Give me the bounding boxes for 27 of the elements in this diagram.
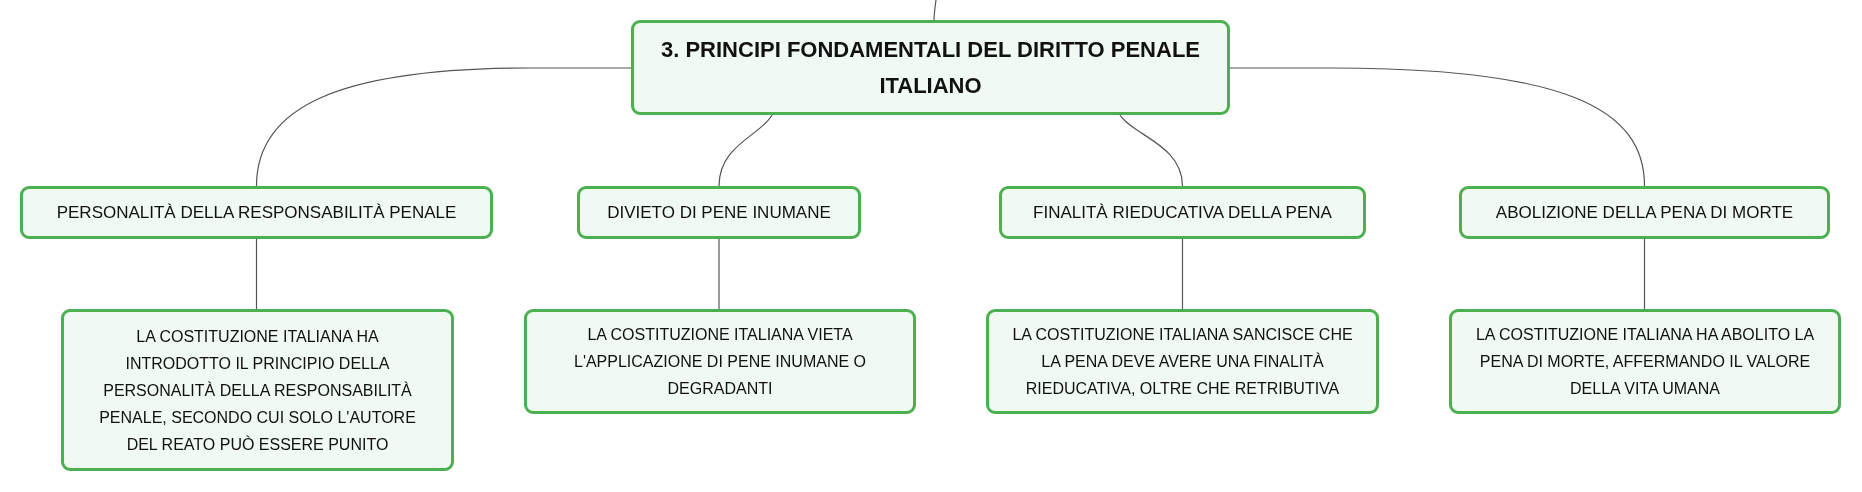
subtopic-box [1459, 186, 1830, 239]
node-text: FINALITÀ RIEDUCATIVA DELLA PENA [1033, 201, 1332, 224]
topic-box [631, 20, 1230, 115]
node-text: LA COSTITUZIONE ITALIANA HA ABOLITO LA PENA DI MORTE, AFFERMANDO IL VALORE DELLA VITA UMANA [1474, 325, 1816, 399]
connector-line [1181, 238, 1184, 310]
node-text: LA COSTITUZIONE ITALIANA VIETA L'APPLICAZIONE DI PENE INUMANE O DEGRADANTI [573, 325, 867, 399]
subtopic-box [999, 186, 1366, 239]
connector-line [255, 238, 258, 310]
connector-line [255, 67, 632, 187]
connector-line [933, 0, 937, 21]
node-text: PERSONALITÀ DELLA RESPONSABILITÀ PENALE [56, 201, 457, 224]
description-box [1449, 309, 1841, 414]
description-box [61, 309, 454, 471]
node-text: ABOLIZIONE DELLA PENA DI MORTE [1495, 201, 1794, 224]
connector-line [1643, 238, 1646, 310]
node-text: DIVIETO DI PENE INUMANE [607, 201, 831, 224]
description-box [986, 309, 1379, 414]
node-text: 3. PRINCIPI FONDAMENTALI DEL DIRITTO PENALE ITALIANO [659, 35, 1201, 100]
description-box [524, 309, 916, 414]
connector-line [718, 114, 773, 187]
subtopic-box [577, 186, 861, 239]
connector-line [1119, 114, 1184, 187]
connector-line [1229, 67, 1646, 187]
connector-line [718, 238, 720, 310]
node-text: LA COSTITUZIONE ITALIANA SANCISCE CHE LA PENA DEVE AVERE UNA FINALITÀ RIEDUCATIVA, OLTRE CHE RETRIBUTIVA [1011, 325, 1354, 399]
node-text: LA COSTITUZIONE ITALIANA HA INTRODOTTO IL PRINCIPIO DELLA PERSONALITÀ DELLA RESPONSABILITÀ PENALE, SECONDO CUI SOLO L'AUTORE DEL REATO PUÒ ESSERE PUNITO [98, 326, 417, 455]
subtopic-box [20, 186, 493, 239]
